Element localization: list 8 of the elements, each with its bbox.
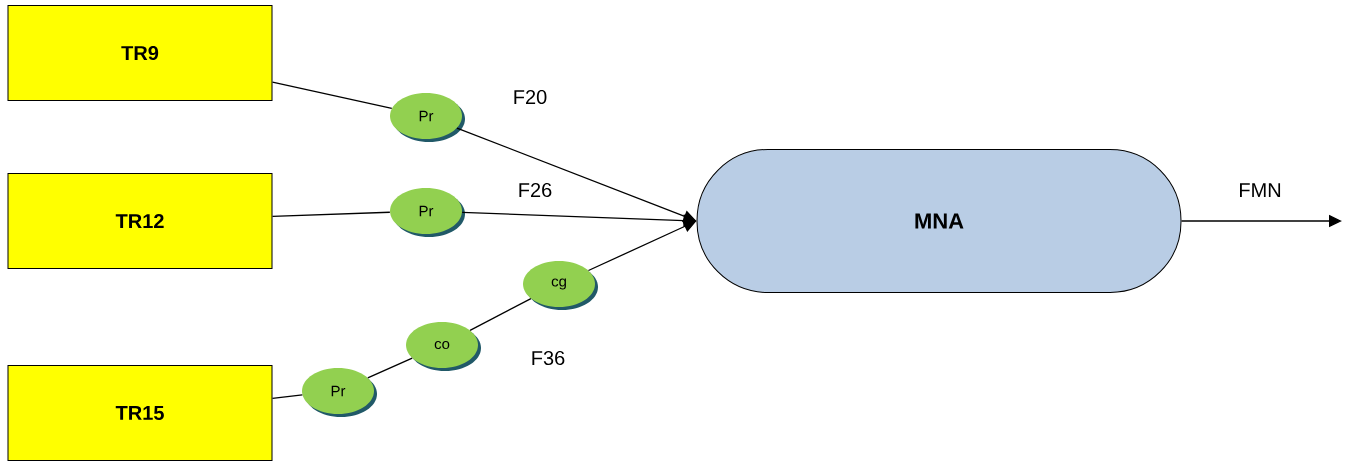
edge-label: F20 [511, 88, 549, 106]
edge-label: F36 [529, 349, 567, 367]
process-box: TR9 [7, 5, 273, 101]
edge-label: F26 [516, 181, 554, 199]
process-box: TR12 [7, 173, 273, 269]
rounded-box: MNA [696, 149, 1182, 293]
edge-label: FMN [1237, 182, 1283, 198]
process-box: TR15 [7, 365, 273, 461]
